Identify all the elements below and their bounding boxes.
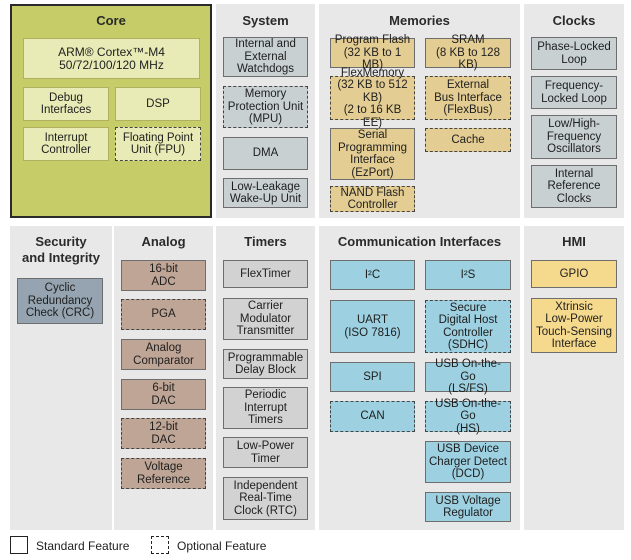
flexmemory-box: FlexMemory (32 KB to 512 KB) (2 to 16 KB…	[330, 67, 415, 129]
usb-otg-hs-box: USB On-the-Go (HS)	[425, 398, 511, 435]
watchdogs-box: Internal and External Watchdogs	[223, 37, 308, 77]
voltage-reference-box: Voltage Reference	[121, 458, 206, 489]
arm-cortex-m4-box: ARM® Cortex™-M4 50/72/100/120 MHz	[23, 38, 200, 79]
rtc-box: Independent Real-Time Clock (RTC)	[223, 477, 308, 520]
adc-16bit-box: 16-bit ADC	[121, 260, 206, 291]
analog-comparator-box: Analog Comparator	[121, 339, 206, 370]
nand-flash-box: NAND Flash Controller	[330, 186, 415, 212]
pll-box: Phase-Locked Loop	[531, 37, 617, 70]
internal-reference-clocks-box: Internal Reference Clocks	[531, 165, 617, 208]
fpu-box: Floating Point Unit (FPU)	[115, 127, 201, 161]
debug-interfaces-box: Debug Interfaces	[23, 87, 109, 121]
legend-standard-swatch	[10, 536, 28, 554]
security-panel: Security and Integrity	[10, 226, 112, 530]
comm-title: Communication Interfaces	[337, 234, 502, 249]
security-title: Security and Integrity	[21, 234, 100, 265]
analog-title: Analog	[141, 234, 186, 249]
pit-box: Periodic Interrupt Timers	[223, 387, 308, 429]
uart-box: UART (ISO 7816)	[330, 300, 415, 353]
ezport-box: Serial Programming Interface (EzPort)	[330, 128, 415, 180]
gpio-box: GPIO	[531, 260, 617, 288]
flextimer-box: FlexTimer	[223, 260, 308, 288]
dac-12bit-box: 12-bit DAC	[121, 418, 206, 449]
pdb-box: Programmable Delay Block	[223, 349, 308, 379]
can-box: CAN	[330, 401, 415, 432]
fll-box: Frequency- Locked Loop	[531, 76, 617, 109]
hmi-title: HMI	[562, 234, 586, 249]
low-power-timer-box: Low-Power Timer	[223, 437, 308, 468]
usb-voltage-regulator-box: USB Voltage Regulator	[425, 492, 511, 522]
wakeup-unit-box: Low-Leakage Wake-Up Unit	[223, 178, 308, 208]
usb-dcd-box: USB Device Charger Detect (DCD)	[425, 441, 511, 483]
dma-box: DMA	[223, 137, 308, 170]
oscillators-box: Low/High- Frequency Oscillators	[531, 115, 617, 159]
memories-title: Memories	[389, 13, 450, 28]
cmt-box: Carrier Modulator Transmitter	[223, 298, 308, 340]
flexbus-box: External Bus Interface (FlexBus)	[425, 76, 511, 120]
usb-otg-lsfs-box: USB On-the-Go (LS/FS)	[425, 358, 511, 395]
i2c-box: I²C	[330, 260, 415, 290]
clocks-title: Clocks	[552, 13, 596, 28]
dsp-box: DSP	[115, 87, 201, 121]
i2s-box: I²S	[425, 260, 511, 290]
sdhc-box: Secure Digital Host Controller (SDHC)	[425, 300, 511, 353]
cache-box: Cache	[425, 128, 511, 152]
dac-6bit-box: 6-bit DAC	[121, 379, 206, 410]
legend-standard-label: Standard Feature	[36, 539, 130, 553]
system-title: System	[242, 13, 289, 28]
program-flash-box: Program Flash (32 KB to 1 MB)	[330, 34, 415, 71]
timers-title: Timers	[244, 234, 287, 249]
legend-optional-swatch	[151, 536, 169, 554]
spi-box: SPI	[330, 362, 415, 392]
interrupt-controller-box: Interrupt Controller	[23, 127, 109, 161]
mpu-box: Memory Protection Unit (MPU)	[223, 86, 308, 128]
pga-box: PGA	[121, 299, 206, 330]
touch-sensing-interface-box: Xtrinsic Low-Power Touch-Sensing Interfa…	[531, 298, 617, 353]
sram-box: SRAM (8 KB to 128 KB)	[425, 34, 511, 71]
legend-optional-label: Optional Feature	[177, 539, 267, 553]
core-title: Core	[96, 13, 126, 28]
crc-box: Cyclic Redundancy Check (CRC)	[17, 278, 103, 324]
